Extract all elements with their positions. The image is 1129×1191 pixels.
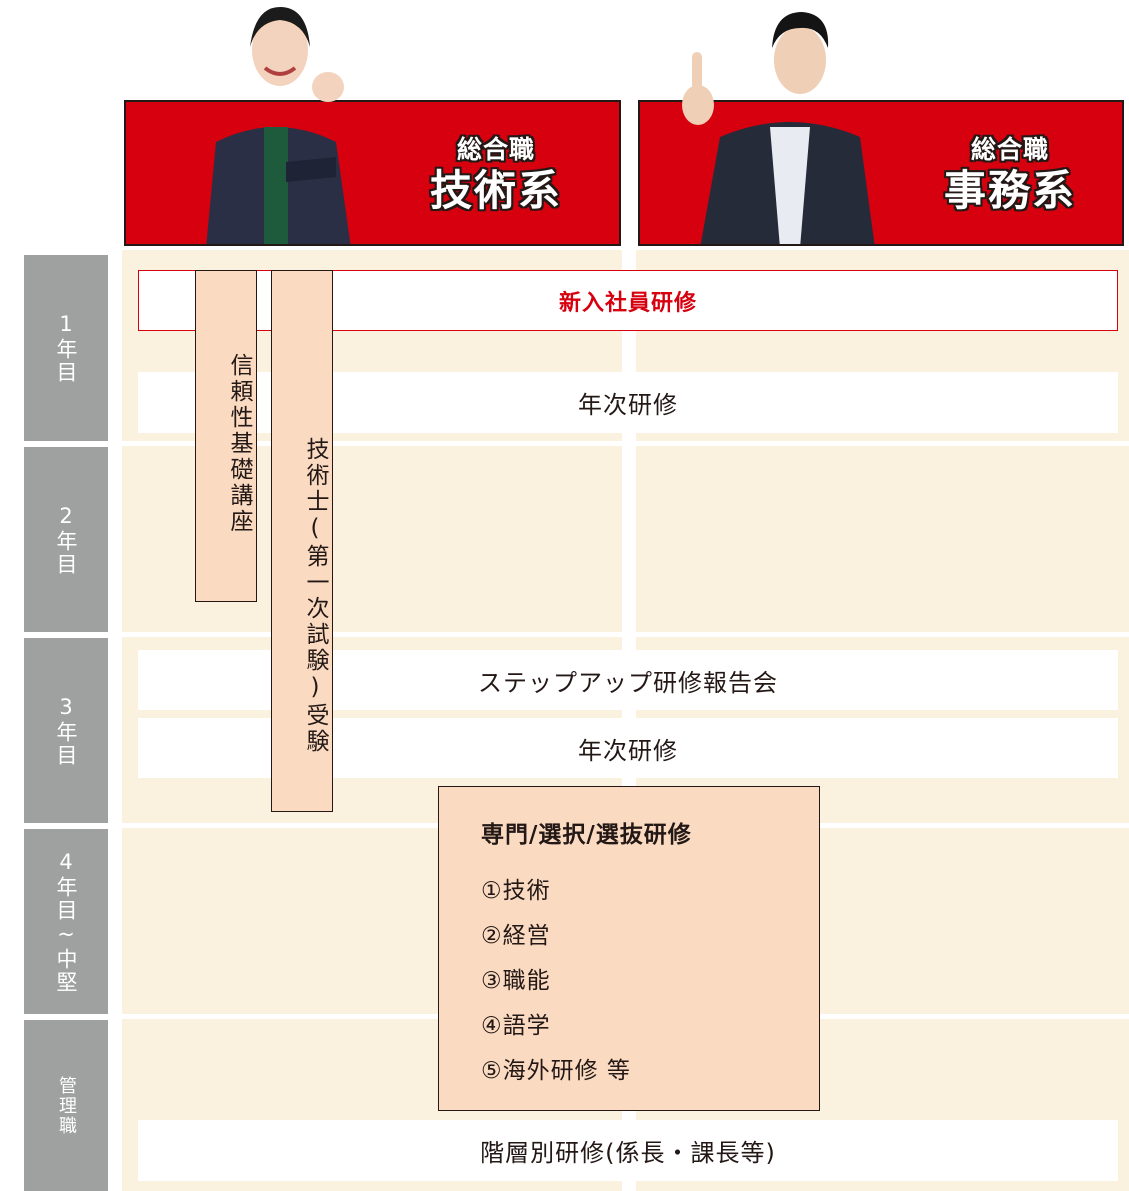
banner-main-office: 事務系 bbox=[943, 166, 1076, 215]
special-training-item: ④語学 bbox=[481, 1013, 551, 1039]
special-training-item: ⑤海外研修 等 bbox=[481, 1058, 631, 1084]
banner-main-technical: 技術系 bbox=[429, 166, 562, 215]
special-training-item: ②経営 bbox=[481, 923, 551, 949]
row-separator bbox=[122, 441, 1129, 446]
special-training-box: 専門/選択/選抜研修 ①技術 ②経営 ③職能 ④語学 ⑤海外研修 等 bbox=[438, 786, 820, 1111]
year-label-3: 3年目 bbox=[24, 638, 108, 823]
year-label-manager: 管理職 bbox=[24, 1020, 108, 1191]
year-label-2: 2年目 bbox=[24, 447, 108, 632]
year-label-4: 4年目~中堅 bbox=[24, 829, 108, 1014]
worker-figure-icon bbox=[206, 127, 351, 244]
banner-sub-office: 総合職 bbox=[970, 135, 1049, 164]
reliability-course-box: 信頼性基礎講座 bbox=[195, 270, 257, 602]
header-office: 総合職 事務系 bbox=[638, 100, 1124, 246]
header-technical: 総合職 技術系 bbox=[124, 100, 621, 246]
woman-head-icon bbox=[250, 7, 310, 86]
row-separator bbox=[122, 632, 1129, 637]
businessman-figure-icon bbox=[700, 122, 875, 244]
engineer-exam-box: 技術士(第一次試験)受験 bbox=[271, 270, 333, 812]
special-training-item: ①技術 bbox=[481, 878, 551, 904]
fist-icon bbox=[312, 72, 344, 102]
year-label-1: 1年目 bbox=[24, 255, 108, 441]
special-training-item: ③職能 bbox=[481, 968, 551, 994]
pointing-hand-icon bbox=[682, 52, 714, 125]
special-training-title: 専門/選択/選抜研修 bbox=[481, 822, 692, 848]
man-head-icon bbox=[772, 12, 829, 94]
banner-sub-technical: 総合職 bbox=[456, 135, 535, 164]
rank-training-bar: 階層別研修(係長・課長等) bbox=[138, 1120, 1118, 1181]
